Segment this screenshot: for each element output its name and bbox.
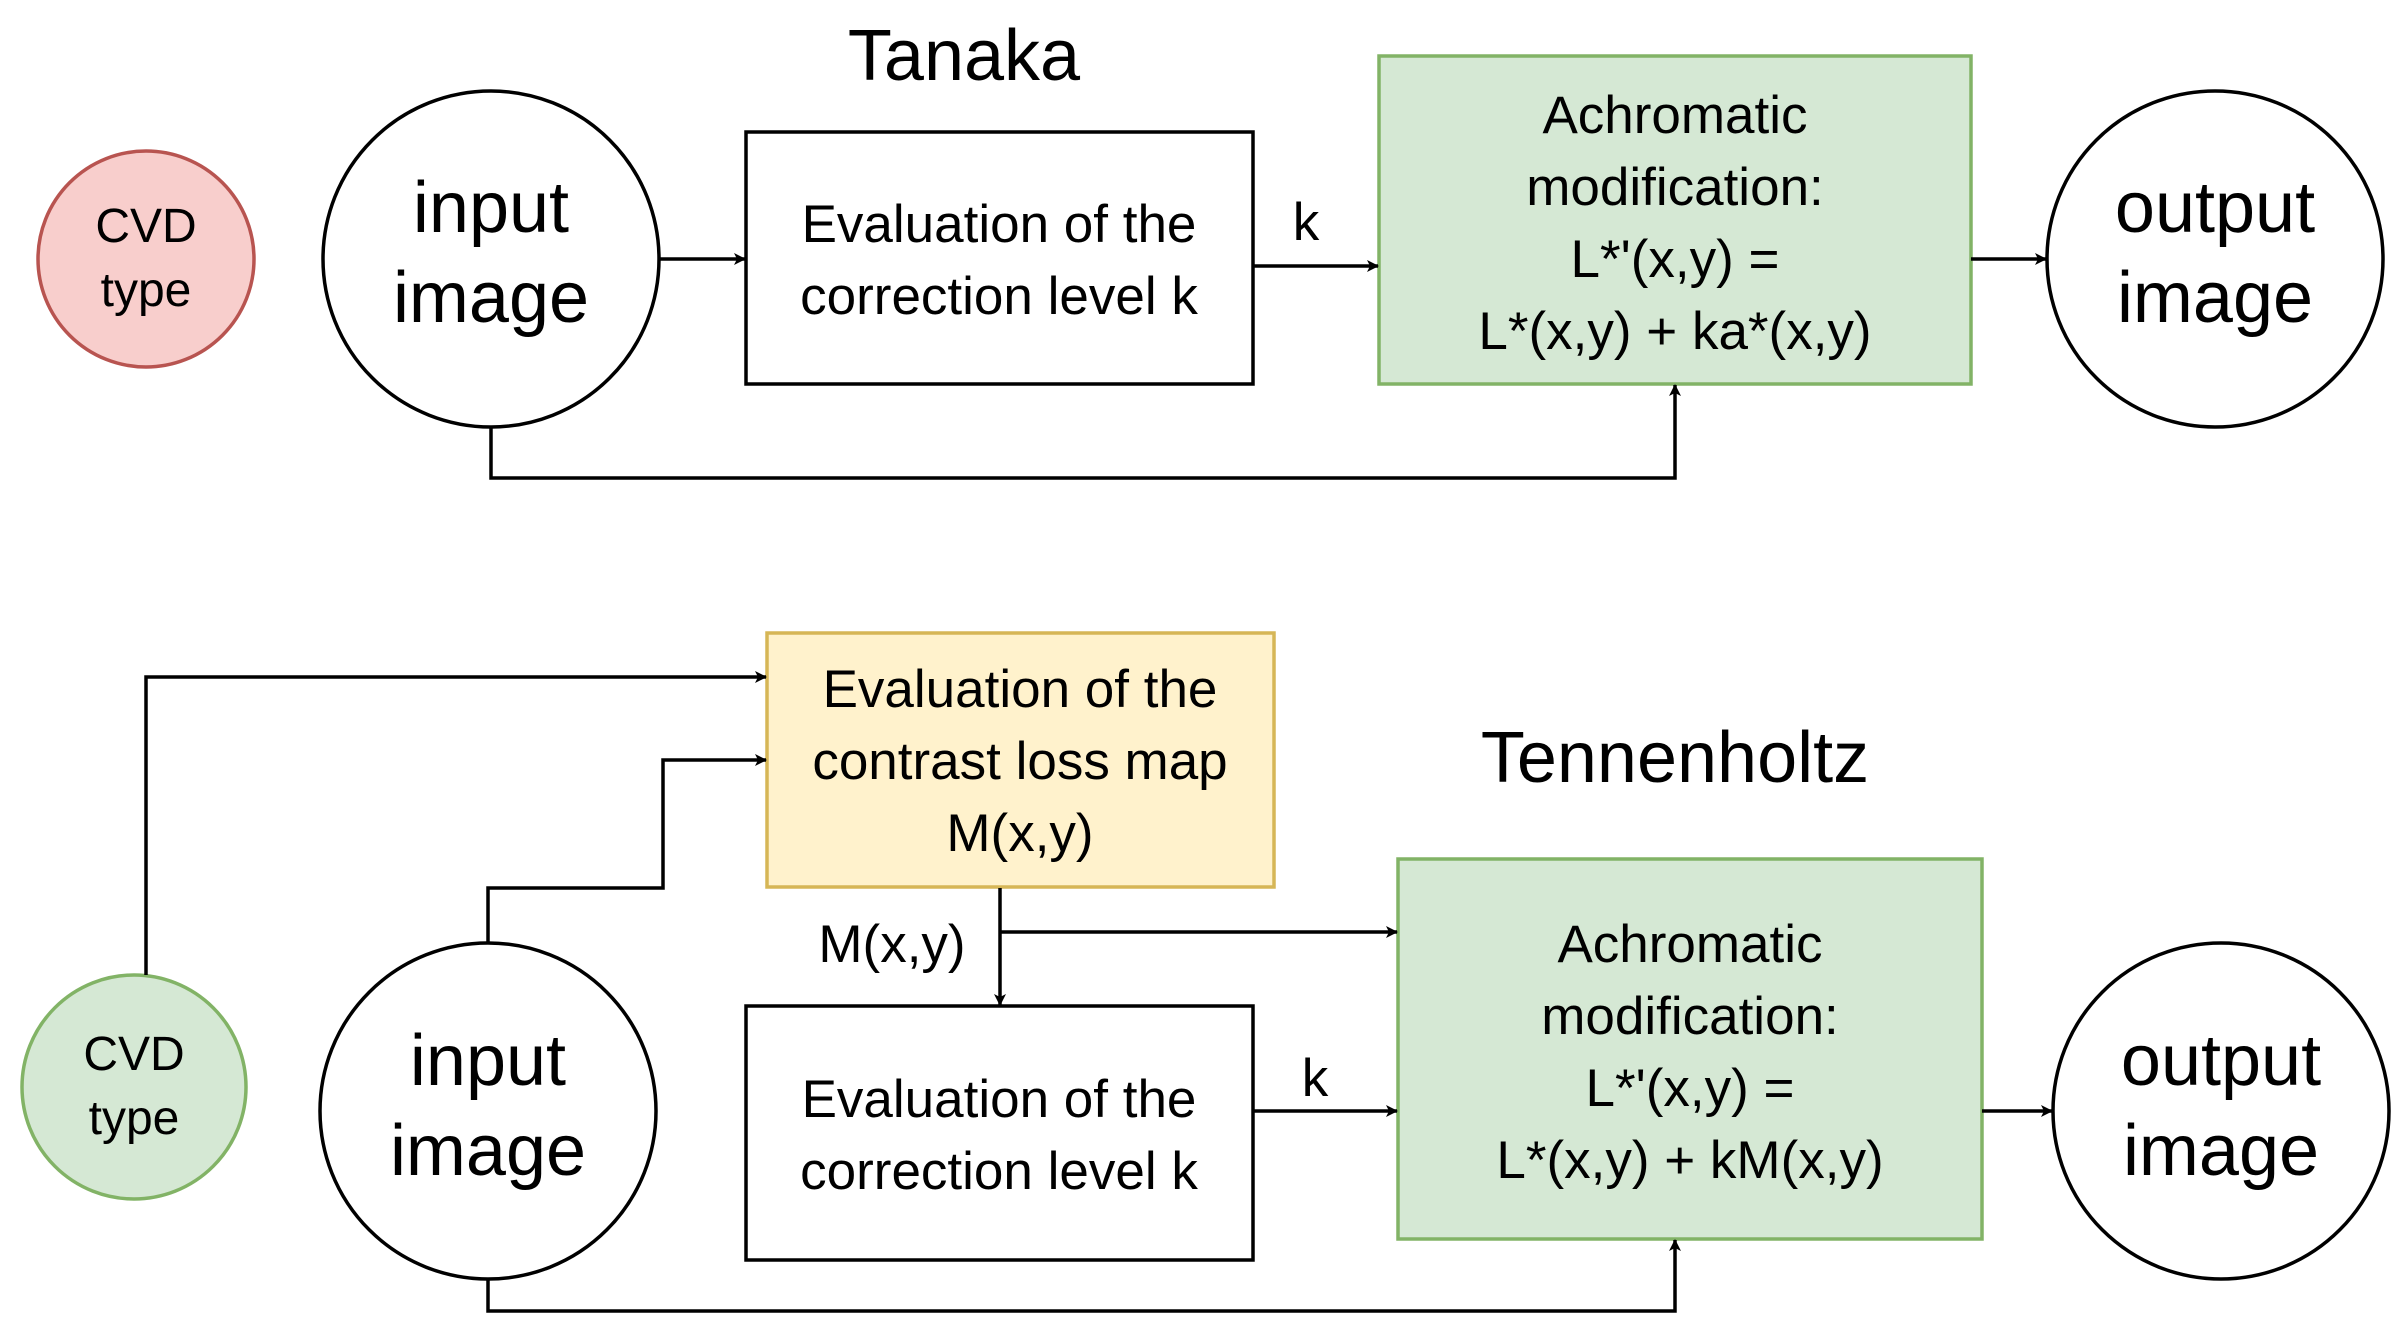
tanaka-section: Tanaka CVD type input image Evaluation o…: [36, 16, 2385, 480]
tennenholtz-achromatic-rect: [1398, 859, 1982, 1239]
tennenholtz-contrast-line3: M(x,y): [946, 804, 1093, 863]
tanaka-eval-k-rect: [744, 130, 1255, 386]
tennenholtz-output-line1: output: [2121, 1021, 2321, 1101]
tanaka-k-label: k: [1293, 193, 1320, 252]
tennenholtz-eval-k-rect: [744, 1004, 1255, 1262]
tanaka-title: Tanaka: [848, 16, 1081, 96]
tanaka-eval-k-line2: correction level k: [800, 267, 1198, 326]
tennenholtz-output-line2: image: [2123, 1111, 2319, 1191]
tanaka-achromatic-box: Achromatic modification: L*'(x,y) = L*(x…: [1377, 54, 1973, 386]
tennenholtz-output-circle: [2051, 941, 2391, 1281]
tennenholtz-cvd-circle-outline: [20, 973, 248, 1201]
tanaka-achromatic-line4: L*(x,y) + ka*(x,y): [1478, 302, 1871, 361]
tennenholtz-eval-k-line2: correction level k: [800, 1142, 1198, 1201]
tennenholtz-contrast-outline: [765, 631, 1276, 889]
tennenholtz-cvd-line2: type: [89, 1092, 180, 1145]
tennenholtz-section: Tennenholtz CVD type input image Evaluat…: [20, 631, 2391, 1313]
tanaka-input-line1: input: [413, 168, 569, 248]
tanaka-achromatic-line3: L*'(x,y) =: [1571, 230, 1780, 289]
tennenholtz-cvd-line1: CVD: [83, 1028, 184, 1081]
tanaka-output-circle: [2045, 89, 2385, 429]
tennenholtz-title: Tennenholtz: [1481, 718, 1869, 798]
tanaka-achromatic-line1: Achromatic: [1542, 86, 1807, 145]
tennenholtz-input-line2: image: [390, 1111, 586, 1191]
tanaka-cvd-circle-outline: [36, 149, 256, 369]
tennenholtz-achromatic-line2: modification:: [1541, 987, 1839, 1046]
tennenholtz-achromatic-box: Achromatic modification: L*'(x,y) = L*(x…: [1396, 857, 1984, 1241]
tennenholtz-k-label: k: [1302, 1049, 1329, 1108]
tanaka-input-line2: image: [393, 258, 589, 338]
tennenholtz-achromatic-outline: [1396, 857, 1984, 1241]
tanaka-eval-k-line1: Evaluation of the: [802, 195, 1197, 254]
tanaka-cvd-circle: [38, 151, 254, 367]
tennenholtz-m-label: M(x,y): [818, 915, 965, 974]
tanaka-achromatic-line2: modification:: [1526, 158, 1824, 217]
tennenholtz-contrast-rect: [767, 633, 1274, 887]
tanaka-arrow-input-to-achromatic: [489, 384, 1681, 480]
tennenholtz-contrast-line2: contrast loss map: [812, 732, 1227, 791]
tanaka-cvd-line1: CVD: [95, 200, 196, 253]
tennenholtz-achromatic-line3: L*'(x,y) =: [1586, 1059, 1795, 1118]
tennenholtz-eval-k-line1: Evaluation of the: [802, 1070, 1197, 1129]
tennenholtz-eval-k-box: Evaluation of the correction level k: [744, 1004, 1255, 1262]
tennenholtz-achromatic-line4: L*(x,y) + kM(x,y): [1496, 1131, 1883, 1190]
tanaka-cvd-type-node: CVD type: [36, 149, 256, 369]
tanaka-achromatic-rect: [1379, 56, 1971, 384]
tanaka-eval-k-box: Evaluation of the correction level k: [744, 130, 1255, 386]
tennenholtz-cvd-type-node: CVD type: [20, 973, 248, 1201]
tanaka-output-line2: image: [2117, 258, 2313, 338]
tennenholtz-contrast-line1: Evaluation of the: [823, 660, 1218, 719]
tennenholtz-contrast-map-box: Evaluation of the contrast loss map M(x,…: [765, 631, 1276, 889]
tennenholtz-output-image-node: output image: [2051, 941, 2391, 1281]
tanaka-output-image-node: output image: [2045, 89, 2385, 429]
tanaka-output-line1: output: [2115, 168, 2315, 248]
tennenholtz-arrow-cvd-to-contrast: [144, 671, 767, 975]
tennenholtz-cvd-circle: [22, 975, 246, 1199]
tennenholtz-achromatic-line1: Achromatic: [1557, 915, 1822, 974]
tennenholtz-arrow-input-to-contrast: [486, 754, 767, 943]
tennenholtz-input-line1: input: [410, 1021, 566, 1101]
tennenholtz-input-image-node: input image: [318, 941, 658, 1281]
tanaka-input-image-node: input image: [321, 89, 661, 429]
tennenholtz-arrow-input-to-achromatic: [486, 1239, 1681, 1313]
tanaka-cvd-line2: type: [101, 264, 192, 317]
